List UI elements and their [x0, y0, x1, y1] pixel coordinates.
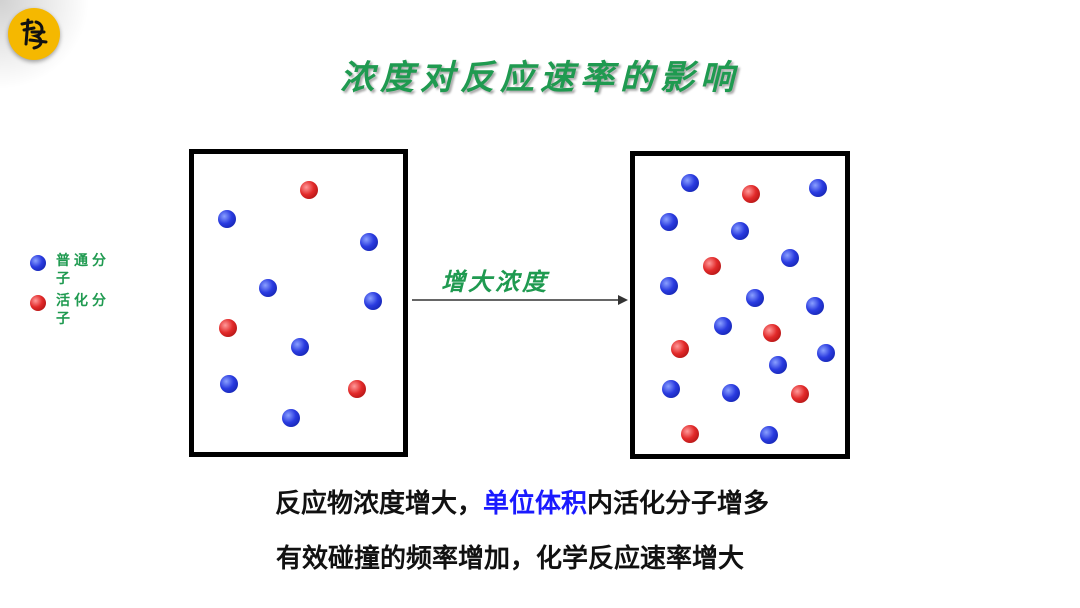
activated-molecule: [219, 319, 237, 337]
normal-molecule: [360, 233, 378, 251]
caption-line-2: 有效碰撞的频率增加，化学反应速率增大: [275, 544, 744, 574]
caption-highlight: 单位体积: [482, 489, 587, 519]
activated-molecule: [763, 324, 781, 342]
normal-molecule: [769, 356, 787, 374]
red-molecule-icon: [30, 295, 46, 311]
calligraphy-seal-icon: [8, 8, 60, 60]
normal-molecule: [731, 222, 749, 240]
page-title: 浓度对反应速率的影响: [340, 58, 740, 98]
activated-molecule: [681, 425, 699, 443]
caption-line-1-pre: 反应物浓度增大，: [274, 489, 483, 519]
activated-molecule: [742, 185, 760, 203]
activated-molecule: [791, 385, 809, 403]
normal-molecule: [722, 384, 740, 402]
normal-molecule: [817, 344, 835, 362]
normal-molecule: [714, 317, 732, 335]
legend-item-normal: 普通分子: [28, 252, 118, 288]
caption-line-1-post: 内活化分子增多: [587, 489, 770, 519]
normal-molecule: [660, 213, 678, 231]
normal-molecule: [760, 426, 778, 444]
normal-molecule: [662, 380, 680, 398]
normal-molecule: [781, 249, 799, 267]
activated-molecule: [348, 380, 366, 398]
legend-label-activated: 活化分子: [56, 293, 110, 327]
normal-molecule: [660, 277, 678, 295]
activated-molecule: [703, 257, 721, 275]
blue-molecule-icon: [30, 255, 46, 271]
container-low-concentration: [189, 149, 408, 457]
normal-molecule: [746, 289, 764, 307]
normal-molecule: [364, 292, 382, 310]
normal-molecule: [282, 409, 300, 427]
normal-molecule: [218, 210, 236, 228]
legend-item-activated: 活化分子: [28, 292, 118, 328]
legend-label-normal: 普通分子: [56, 253, 110, 287]
normal-molecule: [809, 179, 827, 197]
arrow-label: 增大浓度: [441, 268, 549, 296]
caption-line-1: 反应物浓度增大，单位体积内活化分子增多: [0, 483, 1062, 520]
normal-molecule: [806, 297, 824, 315]
container-high-concentration: [630, 151, 850, 459]
legend: 普通分子 活化分子: [28, 252, 118, 332]
activated-molecule: [671, 340, 689, 358]
activated-molecule: [300, 181, 318, 199]
normal-molecule: [681, 174, 699, 192]
normal-molecule: [220, 375, 238, 393]
normal-molecule: [291, 338, 309, 356]
normal-molecule: [259, 279, 277, 297]
right-arrow-icon: [412, 295, 628, 305]
